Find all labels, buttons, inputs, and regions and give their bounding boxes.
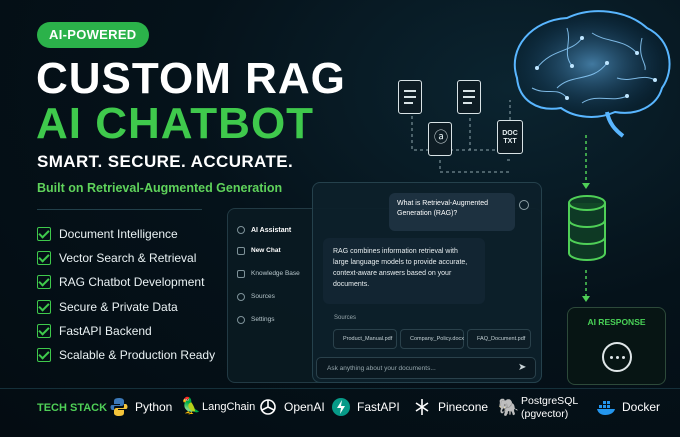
database-icon	[237, 269, 245, 278]
tech-langchain: 🦜 LangChain	[181, 397, 255, 417]
sidebar-title: AI Assistant	[251, 226, 292, 234]
elephant-icon: 🐘	[498, 398, 520, 417]
sidebar-item-knowledge-base[interactable]: Knowledge Base	[237, 262, 300, 285]
doc-label: DOC	[502, 130, 518, 137]
tech-python: Python	[109, 397, 172, 417]
checkbox-icon	[37, 348, 51, 363]
hero-divider	[37, 209, 202, 210]
tech-pinecone: Pinecone	[412, 397, 488, 417]
tech-name: FastAPI	[357, 400, 400, 414]
tech-name: OpenAI	[284, 400, 325, 414]
checkbox-icon	[37, 299, 51, 314]
tech-name: Docker	[622, 400, 661, 414]
feature-item: RAG Chatbot Development	[37, 270, 215, 294]
tech-name: Pinecone	[438, 400, 489, 414]
sidebar-item-new-chat[interactable]: New Chat	[237, 239, 300, 262]
ai-response-card: AI RESPONSE	[567, 307, 666, 385]
sidebar-item-sources[interactable]: Sources	[237, 285, 300, 308]
sidebar-item-label: Settings	[251, 316, 275, 323]
tech-docker: Docker	[596, 397, 660, 417]
gear-icon	[237, 315, 245, 324]
hero-title-line2: AI CHATBOT	[36, 99, 315, 148]
tech-divider	[0, 388, 680, 389]
tech-subname: (pgvector)	[521, 408, 569, 420]
source-filename: FAQ_Document.pdf	[477, 336, 526, 342]
assistant-icon	[237, 226, 245, 234]
pinecone-icon	[415, 399, 429, 415]
source-chip[interactable]: FAQ_Document.pdf	[467, 329, 531, 349]
sources-icon	[237, 292, 245, 301]
checkbox-icon	[37, 251, 51, 266]
ai-powered-badge: AI-POWERED	[37, 22, 149, 48]
feature-label: Document Intelligence	[59, 227, 178, 242]
feature-list: Document Intelligence Vector Search & Re…	[37, 222, 215, 367]
source-filename: Product_Manual.pdf	[343, 336, 393, 342]
openai-icon	[260, 399, 276, 415]
sidebar-item-label: Sources	[251, 293, 275, 300]
feature-item: Secure & Private Data	[37, 295, 215, 319]
sidebar-item-label: New Chat	[251, 247, 281, 254]
tech-openai: OpenAI	[258, 397, 325, 417]
send-icon[interactable]: ➤	[518, 362, 527, 373]
txt-label: TXT	[503, 138, 517, 145]
source-chip[interactable]: Company_Policy.docx	[400, 329, 464, 349]
tech-name: Python	[135, 400, 173, 414]
feature-label: RAG Chatbot Development	[59, 275, 205, 290]
feature-label: Secure & Private Data	[59, 299, 178, 314]
python-icon	[110, 398, 128, 416]
sidebar-item-settings[interactable]: Settings	[237, 308, 300, 331]
doc-txt-icon: DOC TXT	[497, 120, 523, 154]
feature-label: Scalable & Production Ready	[59, 348, 216, 363]
document-icon	[398, 80, 422, 114]
hero-title-line1: CUSTOM RAG	[36, 54, 346, 103]
fastapi-icon	[332, 398, 350, 416]
source-chip[interactable]: Product_Manual.pdf	[333, 329, 397, 349]
brain-icon	[513, 10, 671, 138]
sidebar-header: AI Assistant	[237, 221, 300, 239]
tech-stack-label: TECH STACK	[37, 402, 108, 414]
sidebar: AI Assistant New Chat Knowledge Base Sou…	[237, 221, 300, 331]
hero-tagline: SMART. SECURE. ACCURATE.	[37, 152, 294, 171]
checkbox-icon	[37, 227, 51, 242]
ai-response-label: AI RESPONSE	[587, 317, 646, 327]
checkbox-icon	[37, 275, 51, 290]
tech-name: PostgreSQL	[521, 395, 579, 407]
vector-database-icon	[568, 195, 606, 261]
chat-input[interactable]: Ask anything about your documents...	[316, 357, 536, 379]
docker-icon	[597, 401, 615, 415]
parrot-icon: 🦜	[181, 398, 201, 415]
hero-subtitle: Built on Retrieval-Augmented Generation	[37, 181, 283, 195]
feature-item: Vector Search & Retrieval	[37, 246, 215, 270]
bot-message-bubble: RAG combines information retrieval with …	[323, 238, 485, 304]
tech-postgresql: 🐘 PostgreSQL (pgvector)	[498, 395, 578, 421]
sidebar-item-label: Knowledge Base	[251, 270, 300, 277]
feature-item: Scalable & Production Ready	[37, 343, 215, 367]
feature-label: FastAPI Backend	[59, 323, 152, 338]
feature-item: Document Intelligence	[37, 222, 215, 246]
tech-name: LangChain	[202, 401, 256, 413]
chat-bubble-icon	[602, 342, 632, 372]
user-message-bubble: What is Retrieval-Augmented Generation (…	[389, 193, 515, 231]
pdf-icon: ⓐ	[428, 122, 452, 156]
checkbox-icon	[37, 323, 51, 338]
user-avatar-icon	[519, 200, 529, 210]
document-icon	[457, 80, 481, 114]
feature-label: Vector Search & Retrieval	[59, 251, 197, 266]
feature-item: FastAPI Backend	[37, 319, 215, 343]
tech-fastapi: FastAPI	[331, 397, 400, 417]
source-filename: Company_Policy.docx	[410, 336, 465, 342]
sources-label: Sources	[334, 315, 357, 321]
chat-icon	[237, 246, 245, 255]
